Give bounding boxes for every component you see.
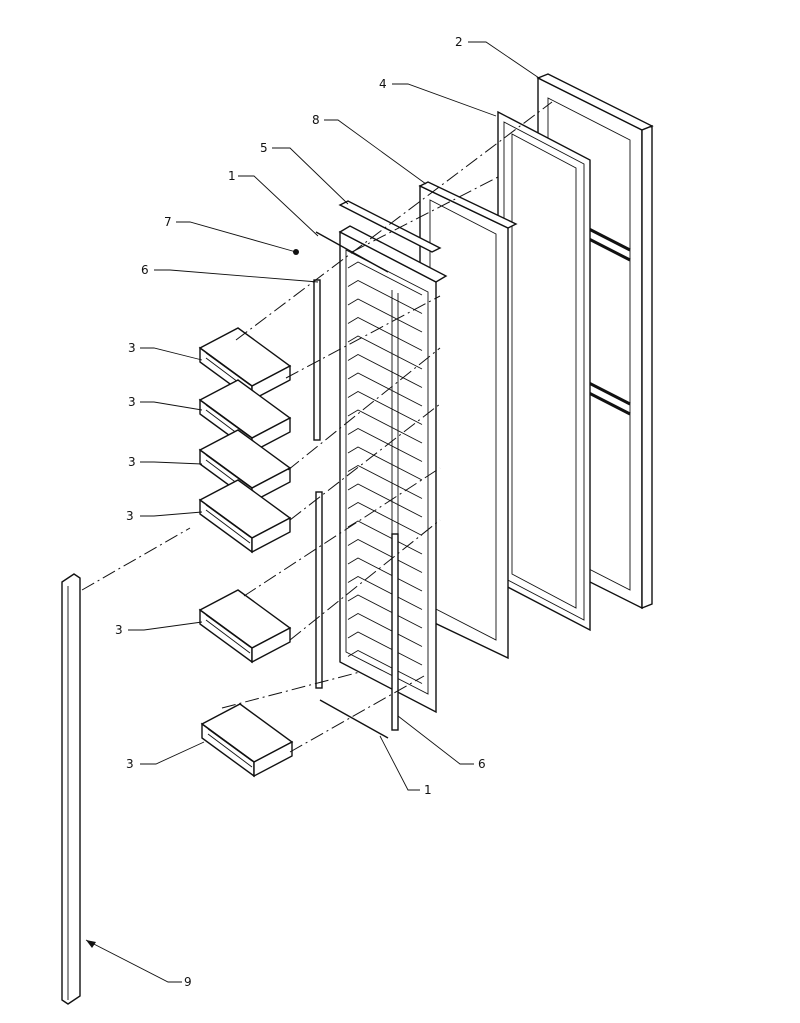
top-trim-part-5: [338, 200, 442, 253]
shelf-rib: [347, 575, 423, 610]
shelf-rib: [347, 446, 423, 481]
callout-2: 2: [455, 35, 463, 49]
callout-6-bottom: 6: [478, 757, 486, 771]
shelf-rib: [347, 520, 423, 555]
shelf-rib: [347, 649, 423, 684]
shelf-rib: [347, 501, 423, 536]
shelf-rib: [347, 427, 423, 462]
door-bins-part-3: [198, 327, 294, 778]
door-rails-and-fasteners: [293, 231, 399, 739]
shelf-rib: [347, 538, 423, 573]
shelf-rib: [347, 409, 423, 444]
callout-5: 5: [260, 141, 268, 155]
shelf-rib: [347, 612, 423, 647]
callout-1-bottom: 1: [424, 783, 432, 797]
callout-3-a: 3: [128, 341, 136, 355]
callout-3-d: 3: [126, 509, 134, 523]
shelf-rib: [347, 557, 423, 592]
trim-strip-part-9: [61, 573, 81, 1005]
callout-3-b: 3: [128, 395, 136, 409]
shelf-rib: [347, 390, 423, 425]
door-gasket-part-4: [497, 110, 591, 632]
shelf-rib: [347, 372, 423, 407]
shelf-rib: [347, 594, 423, 629]
callout-labels: 2 4 8 5 1 7 6 3 3 3 3 3 3 6 1 9: [115, 35, 486, 989]
shelf-rib: [347, 261, 423, 296]
callout-3-c: 3: [128, 455, 136, 469]
assembly-lines: [81, 101, 553, 753]
callout-9: 9: [184, 975, 192, 989]
callout-1-top: 1: [228, 169, 236, 183]
door-bin: [198, 589, 292, 664]
shelf-rib: [347, 483, 423, 518]
shelf-rib: [347, 464, 423, 499]
callout-7: 7: [164, 215, 172, 229]
shelf-rib: [347, 316, 423, 351]
door-bin: [200, 703, 294, 778]
shelf-rib: [347, 335, 423, 370]
door-liner-with-shelf-ribs: [338, 225, 448, 714]
leader-lines: [85, 41, 543, 983]
shelf-rib: [347, 279, 423, 314]
shelf-rib: [347, 353, 423, 388]
callout-6-top: 6: [141, 263, 149, 277]
shelf-rib: [347, 298, 423, 333]
door-bin: [198, 479, 292, 554]
callout-3-e: 3: [115, 623, 123, 637]
callout-3-f: 3: [126, 757, 134, 771]
callout-4: 4: [379, 77, 387, 91]
callout-8: 8: [312, 113, 320, 127]
shelf-rib: [347, 631, 423, 666]
